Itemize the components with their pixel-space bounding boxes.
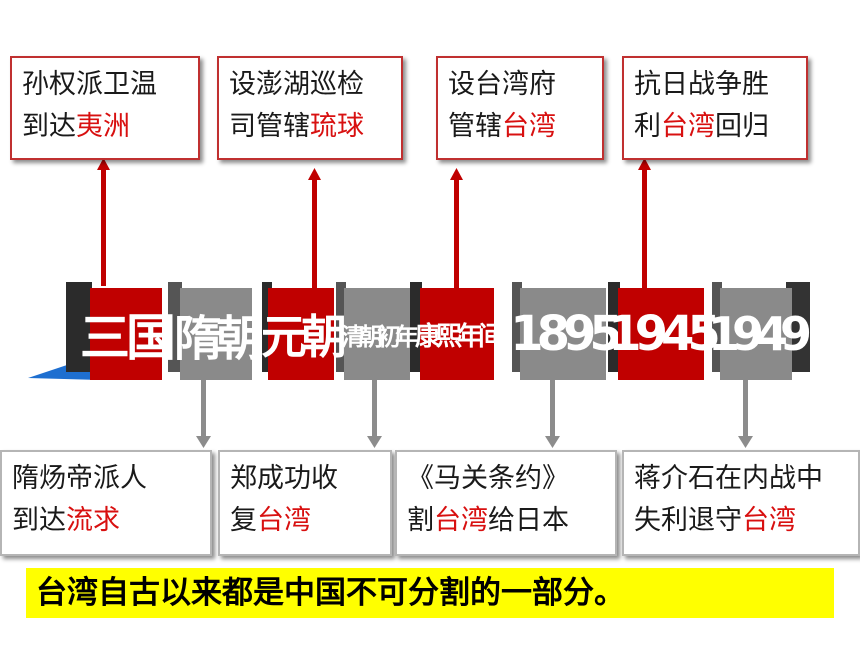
tile-side xyxy=(410,282,422,372)
event-card-yuan: 设澎湖巡检 司管辖琉球 xyxy=(217,56,403,160)
event-card-1949: 蒋介石在内战中 失利退守台湾 xyxy=(622,450,860,556)
timeline-tile-1895: 1895 xyxy=(510,288,623,380)
card-line2: 复台湾 xyxy=(230,505,311,536)
card-line2: 割台湾给日本 xyxy=(407,505,569,536)
card-line2: 管辖台湾 xyxy=(448,111,556,142)
card-line2: 到达流求 xyxy=(12,505,120,536)
event-card-qing: 郑成功收 复台湾 xyxy=(218,450,392,556)
timeline-tile-sanguo: 三国 xyxy=(80,288,176,380)
top-stems xyxy=(97,158,651,298)
tile-side xyxy=(336,282,346,372)
card-line2: 到达夷洲 xyxy=(22,111,130,142)
card-line1: 蒋介石在内战中 xyxy=(634,463,823,494)
card-line1: 设台湾府 xyxy=(448,69,556,100)
conclusion-banner: 台湾自古以来都是中国不可分割的一部分。 xyxy=(26,568,834,618)
card-line2: 司管辖琉球 xyxy=(229,111,364,142)
event-card-sanguo: 孙权派卫温 到达夷洲 xyxy=(10,56,200,160)
event-card-kangxi: 设台湾府 管辖台湾 xyxy=(436,56,604,160)
timeline-tile-kangxi: 康熙年间 xyxy=(415,288,504,380)
card-line1: 《马关条约》 xyxy=(407,463,569,494)
bottom-stems xyxy=(196,380,753,448)
card-line1: 隋炀帝派人 xyxy=(12,463,147,494)
card-line1: 抗日战争胜 xyxy=(634,69,769,100)
timeline-tile-1949: 1949 xyxy=(708,288,812,380)
event-card-1895: 《马关条约》 割台湾给日本 xyxy=(395,450,617,556)
event-card-1945: 抗日战争胜 利台湾回归 xyxy=(622,56,808,160)
tile-side xyxy=(712,282,722,372)
timeline-tile-1945: 1945 xyxy=(608,288,721,380)
card-line1: 郑成功收 xyxy=(230,463,338,494)
tile-side xyxy=(66,282,92,372)
card-line2: 失利退守台湾 xyxy=(634,505,796,536)
tile-side xyxy=(168,282,182,372)
timeline-tile-yuanchao: 元朝 xyxy=(261,288,347,380)
timeline-tile-qingchao: 清朝初年 xyxy=(341,288,419,380)
timeline-tile-suichao: 隋朝 xyxy=(174,288,264,380)
tile-side xyxy=(262,282,272,372)
card-line1: 孙权派卫温 xyxy=(22,69,157,100)
tile-side xyxy=(512,282,522,372)
card-line1: 设澎湖巡检 xyxy=(229,69,364,100)
tile-side xyxy=(608,282,620,372)
event-card-sui: 隋炀帝派人 到达流求 xyxy=(0,450,212,556)
card-line2: 利台湾回归 xyxy=(634,111,769,142)
